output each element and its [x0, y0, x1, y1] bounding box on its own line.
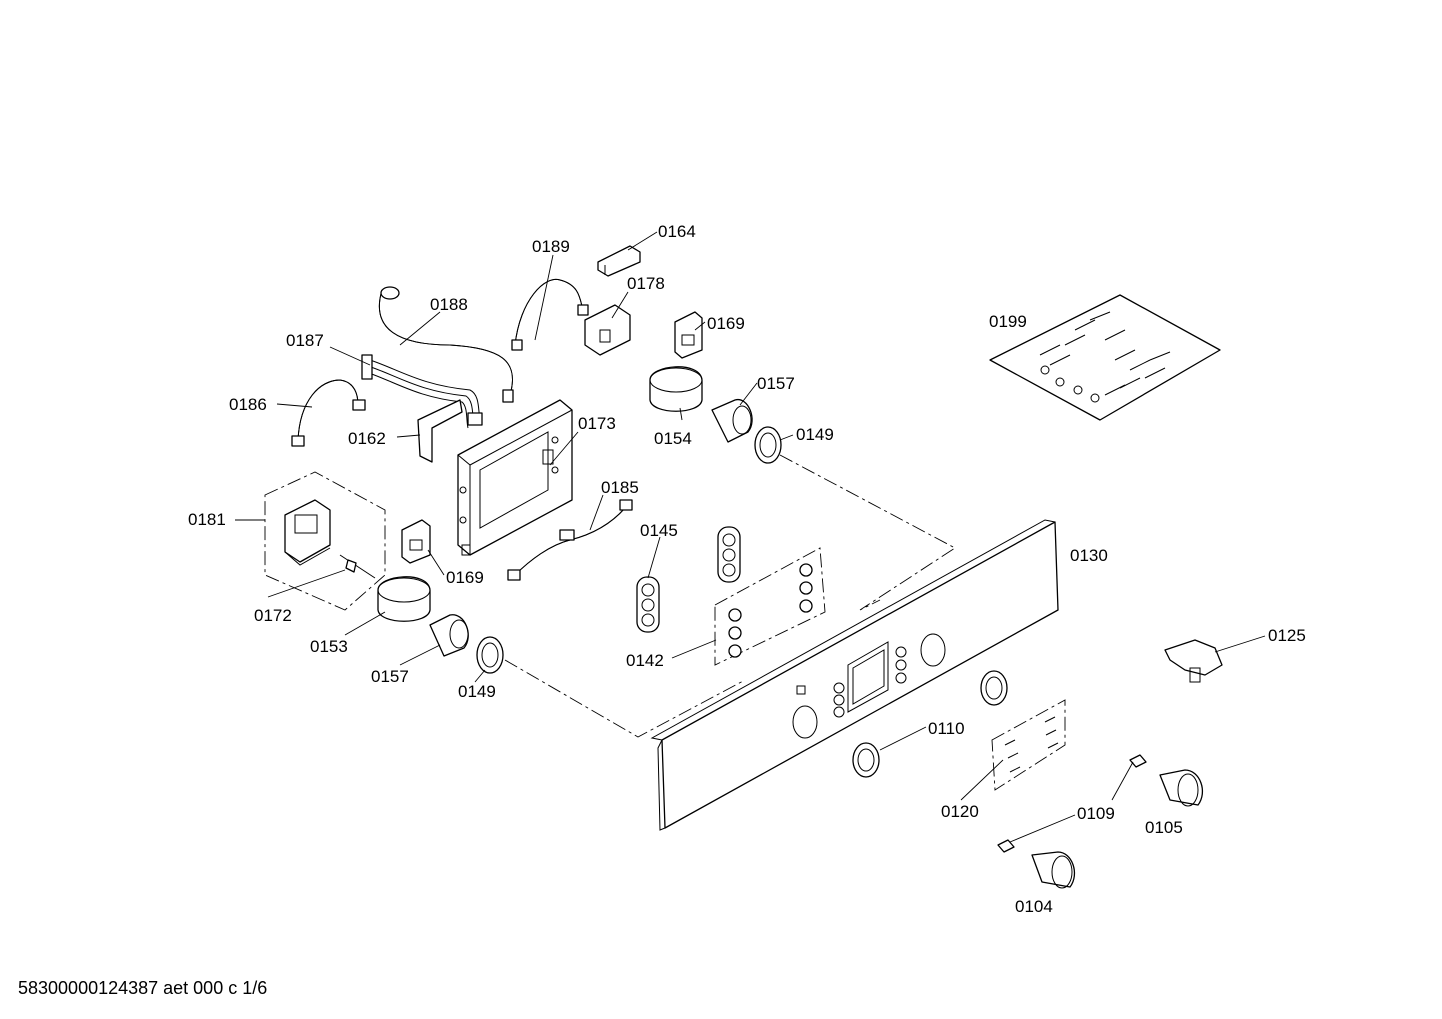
part-label: 0142	[626, 651, 664, 670]
screws-0120[interactable]	[1004, 716, 1059, 773]
part-label: 0149	[458, 682, 496, 701]
part-label: 0110	[928, 719, 965, 738]
holder-0169-top[interactable]	[674, 311, 703, 359]
adapter-0157-bottom[interactable]	[429, 614, 469, 657]
ribbon-cable-0186[interactable]	[361, 354, 483, 429]
bracket-0162[interactable]	[417, 399, 463, 463]
wire-harness-0188[interactable]	[511, 278, 589, 351]
part-label: 0154	[654, 429, 692, 448]
part-label: 0149	[796, 425, 834, 444]
knob-0105[interactable]	[1159, 769, 1203, 807]
part-label: 0186	[229, 395, 267, 414]
part-label: 0105	[1145, 818, 1183, 837]
wire-harness-0187[interactable]	[378, 286, 514, 403]
shaft-0172[interactable]	[339, 554, 376, 579]
module-frame[interactable]	[457, 399, 573, 556]
part-label: 0145	[640, 521, 678, 540]
part-label: 0199	[989, 312, 1027, 331]
cap-0109-right[interactable]	[1129, 754, 1147, 768]
clip-0164[interactable]	[597, 245, 641, 277]
sleeve-0153[interactable]	[377, 576, 431, 622]
part-label: 0173	[578, 414, 616, 433]
part-label: 0188	[430, 295, 468, 314]
part-label: 0120	[941, 802, 979, 821]
wire-harness-0189[interactable]	[507, 499, 633, 581]
part-label: 0162	[348, 429, 386, 448]
light-guide-0145-left[interactable]	[636, 576, 660, 633]
cap-0109-left[interactable]	[997, 839, 1015, 853]
part-label: 0185	[601, 478, 639, 497]
part-label: 0189	[532, 237, 570, 256]
control-panel-fascia[interactable]	[650, 519, 1059, 831]
adapter-0157-top[interactable]	[711, 399, 753, 443]
part-label: 0104	[1015, 897, 1053, 916]
part-label: 0153	[310, 637, 348, 656]
part-labels: 0164 0189 0178 0188 0169 0199 0187 0157 …	[188, 222, 1306, 916]
knob-0104[interactable]	[1031, 851, 1075, 889]
sleeve-0154[interactable]	[649, 366, 703, 412]
part-label: 0157	[371, 667, 409, 686]
part-label: 0130	[1070, 546, 1108, 565]
selector-switch-0181[interactable]	[284, 499, 331, 566]
wire-harness-0185[interactable]	[291, 379, 366, 447]
part-label: 0178	[627, 274, 665, 293]
ring-0110-b[interactable]	[852, 742, 880, 778]
light-guide-0145-right[interactable]	[717, 526, 741, 583]
ring-0110-a[interactable]	[980, 670, 1008, 706]
ring-0149-bottom[interactable]	[476, 636, 504, 674]
screw-bag-0199[interactable]	[989, 294, 1221, 421]
leader-lines	[235, 231, 1266, 843]
assembly-guide-lines	[264, 454, 1066, 791]
bracket-0125[interactable]	[1164, 639, 1223, 683]
part-label: 0125	[1268, 626, 1306, 645]
document-id-footer: 58300000124387 aet 000 c 1/6	[18, 978, 268, 998]
part-label: 0181	[188, 510, 226, 529]
part-label: 0172	[254, 606, 292, 625]
holder-0169-left[interactable]	[401, 519, 431, 564]
part-label: 0109	[1077, 804, 1115, 823]
part-label: 0169	[446, 568, 484, 587]
part-label: 0169	[707, 314, 745, 333]
ring-0149-top[interactable]	[754, 426, 782, 464]
part-label: 0157	[757, 374, 795, 393]
part-label: 0164	[658, 222, 696, 241]
buttons-0142[interactable]	[728, 563, 813, 658]
part-label: 0187	[286, 331, 324, 350]
switch-0178[interactable]	[584, 304, 631, 356]
